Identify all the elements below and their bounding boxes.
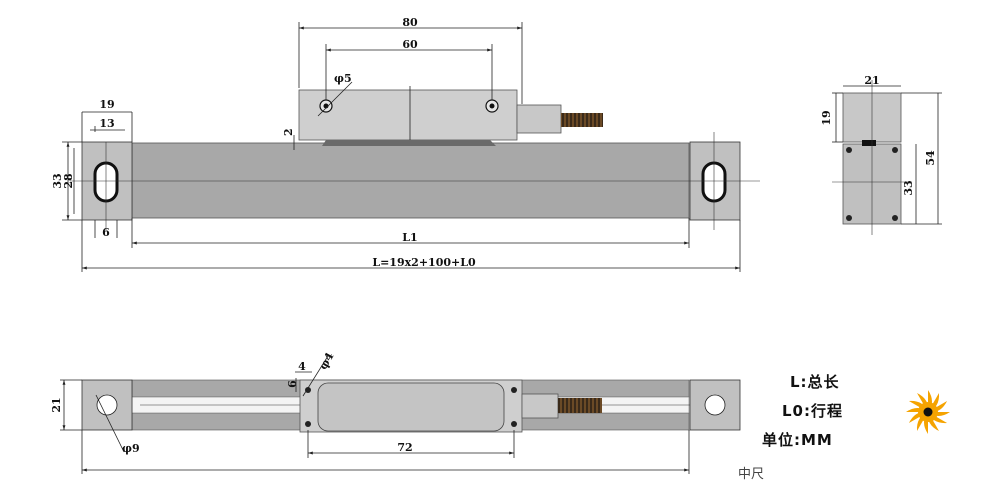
bottom-view: 21 φ9 4 6 φ4 72 bbox=[50, 350, 741, 474]
dim-L1: L1 bbox=[402, 231, 417, 244]
side-view: 21 19 54 33 bbox=[820, 74, 942, 235]
carriage-base bbox=[322, 140, 496, 146]
dim-13: 13 bbox=[99, 117, 114, 130]
dim-side-19: 19 bbox=[820, 110, 833, 125]
dim-28: 28 bbox=[62, 173, 75, 189]
dim-side-21: 21 bbox=[864, 74, 879, 87]
dim-phi4: φ4 bbox=[317, 350, 337, 372]
front-view: 80 60 φ5 2 19 13 33 28 6 L1 bbox=[51, 16, 760, 272]
bottom-left-hole bbox=[96, 394, 118, 416]
dim-side-54: 54 bbox=[924, 150, 937, 166]
cable-housing bbox=[516, 104, 562, 134]
dim-72: 72 bbox=[397, 441, 412, 454]
dim-total-length: L=19x2+100+L0 bbox=[372, 256, 476, 269]
dim-phi9: φ9 bbox=[122, 442, 140, 455]
dim-4: 4 bbox=[298, 360, 306, 373]
cable-coil bbox=[561, 113, 603, 127]
stamp-text: 中尺 bbox=[738, 467, 764, 482]
dim-phi5: φ5 bbox=[334, 72, 352, 85]
dim-19: 19 bbox=[99, 98, 114, 111]
dim-6b: 6 bbox=[286, 380, 299, 388]
dim-2: 2 bbox=[282, 128, 295, 136]
dim-80: 80 bbox=[402, 16, 418, 29]
bottom-right-hole bbox=[704, 394, 726, 416]
dim-6: 6 bbox=[102, 226, 110, 239]
legend: L:总长 L0:行程 单位:MM bbox=[762, 373, 843, 449]
dim-side-33: 33 bbox=[902, 180, 915, 195]
legend-stroke: L0:行程 bbox=[782, 402, 843, 420]
legend-total-length: L:总长 bbox=[790, 373, 840, 391]
scale-body bbox=[131, 142, 690, 219]
carriage bbox=[298, 89, 518, 141]
legend-unit: 单位:MM bbox=[762, 431, 833, 449]
brand-logo-icon bbox=[906, 390, 950, 434]
dim-bottom-21: 21 bbox=[50, 397, 63, 412]
dim-33: 33 bbox=[51, 173, 64, 188]
dim-60: 60 bbox=[402, 38, 418, 51]
